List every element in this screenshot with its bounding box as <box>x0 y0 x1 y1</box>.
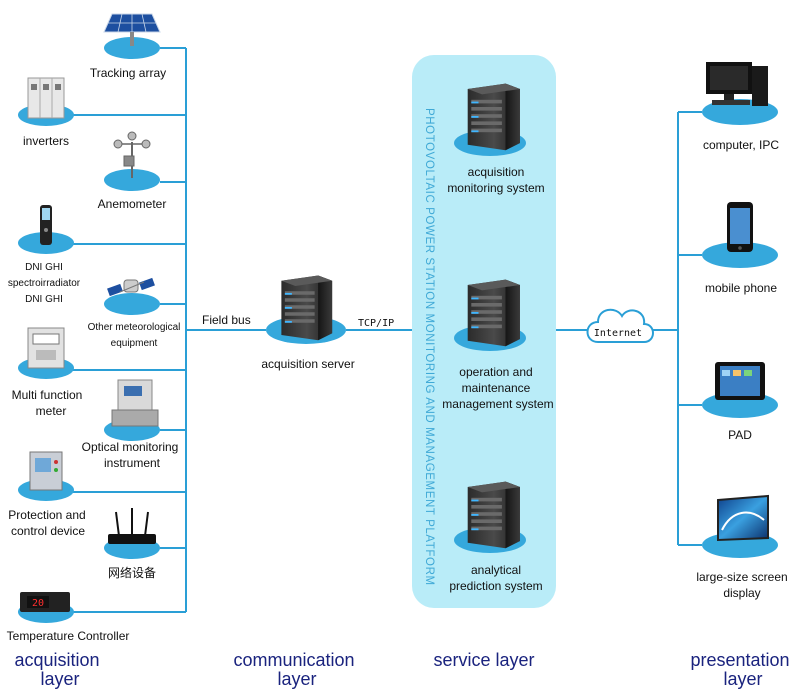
label-temperature: Temperature Controller <box>7 629 130 643</box>
label-sys3-2: prediction system <box>449 579 542 593</box>
server-icon <box>467 279 520 347</box>
label-sys1-1: acquisition <box>468 165 525 179</box>
label-protection-1: Protection and <box>8 508 85 522</box>
temperature-controller-icon: 20 <box>20 592 70 612</box>
device-temperature: 20 Temperature Controller <box>7 592 130 643</box>
device-meteorological: Other meteorological equipment <box>88 277 181 349</box>
pyranometer-icon <box>40 205 52 245</box>
server-icon <box>281 275 333 341</box>
label-field-bus: Field bus <box>202 313 251 327</box>
inverter-cabinet-icon <box>27 77 65 119</box>
device-phone: mobile phone <box>702 202 778 295</box>
layer-communication-1: communication <box>233 650 354 670</box>
device-pad: PAD <box>702 362 778 442</box>
label-phone: mobile phone <box>705 281 777 295</box>
label-screen-1: large-size screen <box>696 570 787 584</box>
desktop-computer-icon <box>706 62 768 106</box>
label-sys3-1: analytical <box>471 563 521 577</box>
tablet-icon <box>715 362 765 400</box>
device-inverters: inverters <box>18 77 74 148</box>
server-icon <box>467 481 520 549</box>
label-dni-2: spectroirradiator <box>8 278 81 289</box>
label-anemometer: Anemometer <box>98 197 167 211</box>
layer-communication-2: layer <box>277 669 316 689</box>
device-tracking-array: Tracking array <box>90 13 166 80</box>
smartphone-icon <box>727 202 753 252</box>
router-icon <box>108 508 156 544</box>
cloud-icon <box>586 308 654 343</box>
label-dni-3: DNI GHI <box>25 294 63 305</box>
device-spectroirradiator: DNI GHI spectroirradiator DNI GHI <box>8 205 81 305</box>
acquisition-server: acquisition server <box>261 275 355 371</box>
device-computer: computer, IPC <box>702 62 779 152</box>
layer-presentation-2: layer <box>723 669 762 689</box>
server-icon <box>467 83 520 151</box>
internet-cloud: Internet <box>586 308 654 343</box>
label-tracking-array: Tracking array <box>90 66 166 80</box>
label-dni-1: DNI GHI <box>25 262 63 273</box>
label-acquisition-server: acquisition server <box>261 357 354 371</box>
layer-acquisition-1: acquisition <box>14 650 99 670</box>
solar-panel-icon <box>103 13 161 46</box>
label-met-1: Other meteorological <box>88 322 181 333</box>
device-large-screen: large-size screen display <box>696 494 788 600</box>
label-sys2-2: maintenance <box>462 381 531 395</box>
layer-presentation-1: presentation <box>690 650 789 670</box>
large-screen-icon <box>717 494 769 542</box>
analytical-prediction-system: analytical prediction system <box>449 481 543 593</box>
power-meter-icon <box>27 327 65 369</box>
connection-lines <box>70 47 702 613</box>
layer-acquisition-2: layer <box>40 669 79 689</box>
label-optical-1: Optical monitoring <box>82 440 179 454</box>
device-network: 网络设备 <box>104 508 160 580</box>
label-sys2-1: operation and <box>459 365 532 379</box>
label-tcpip: TCP/IP <box>358 318 394 329</box>
label-protection-2: control device <box>11 524 85 538</box>
label-sys1-2: monitoring system <box>447 181 544 195</box>
label-sys2-3: management system <box>442 397 553 411</box>
label-pad: PAD <box>728 428 752 442</box>
anemometer-icon <box>113 131 151 178</box>
label-inverters: inverters <box>23 134 69 148</box>
label-internet: Internet <box>594 328 642 339</box>
optical-instrument-icon <box>111 379 159 427</box>
label-meter-2: meter <box>36 404 67 418</box>
layer-service: service layer <box>433 650 534 670</box>
label-meter-1: Multi function <box>12 388 83 402</box>
device-optical: Optical monitoring instrument <box>82 379 179 470</box>
label-screen-2: display <box>723 586 760 600</box>
temperature-display: 20 <box>32 598 44 609</box>
label-network: 网络设备 <box>108 565 156 580</box>
acquisition-monitoring-system: acquisition monitoring system <box>447 83 545 195</box>
label-computer: computer, IPC <box>703 138 779 152</box>
device-anemometer: Anemometer <box>98 131 167 211</box>
device-meter: Multi function meter <box>12 327 83 418</box>
satellite-icon <box>107 277 155 297</box>
device-protection: Protection and control device <box>8 451 86 538</box>
label-met-2: equipment <box>111 338 158 349</box>
operation-maintenance-system: operation and maintenance management sys… <box>442 279 554 411</box>
platform-title: PHOTOVOLTAIC POWER STATION MONITORING AN… <box>423 108 435 586</box>
label-optical-2: instrument <box>104 456 161 470</box>
protection-device-icon <box>29 451 63 491</box>
